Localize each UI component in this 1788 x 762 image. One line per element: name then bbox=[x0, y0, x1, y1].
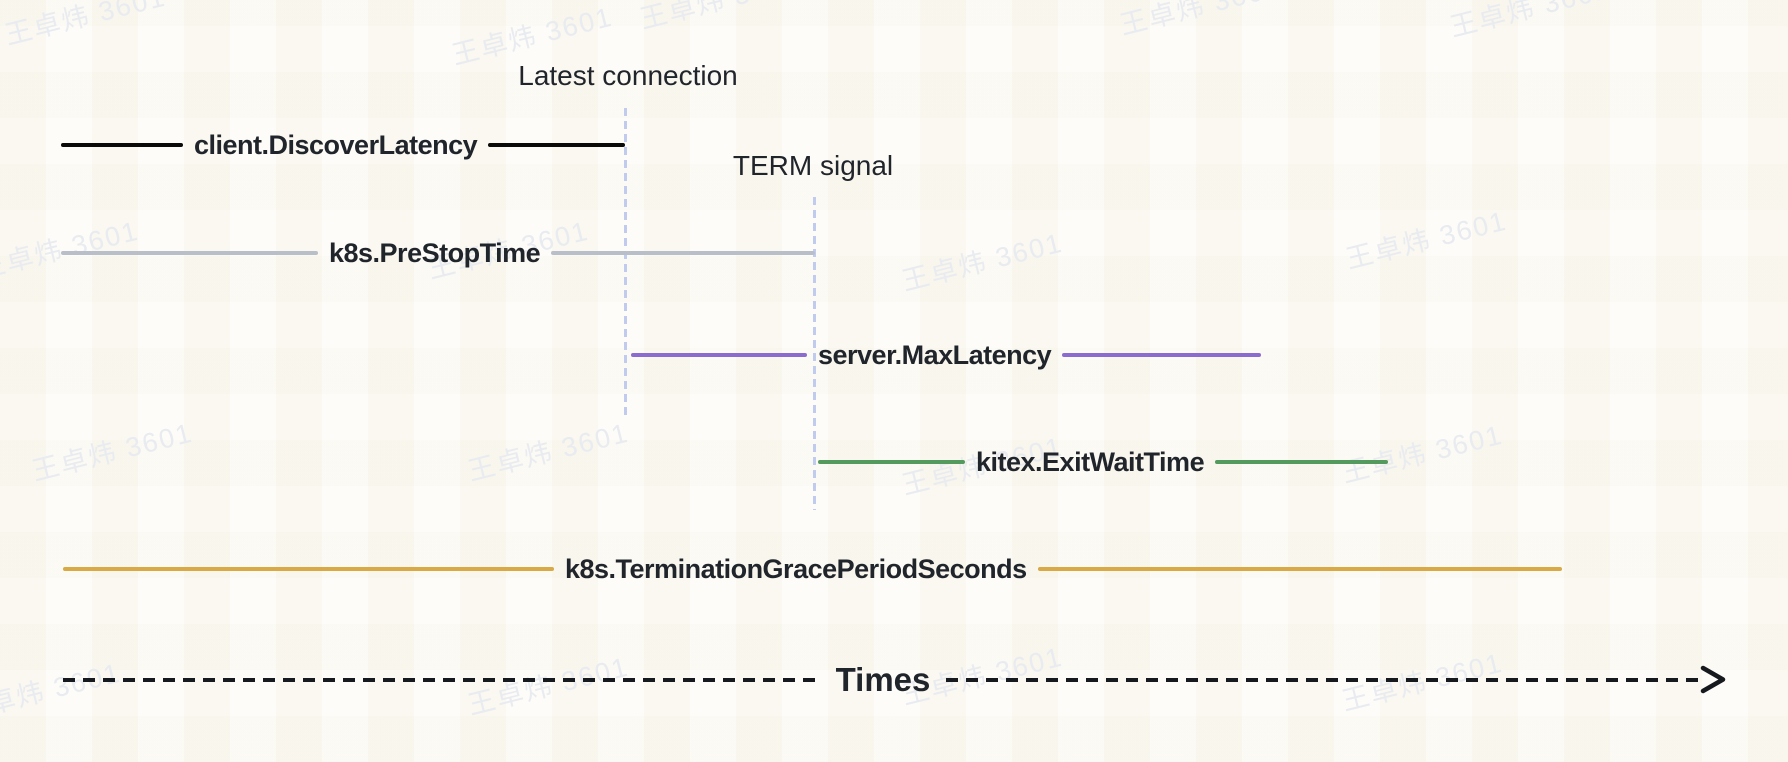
timeline-row-client-discover-latency: client.DiscoverLatency bbox=[61, 127, 625, 163]
line-segment bbox=[61, 143, 183, 147]
watermark: 王卓炜 3601 bbox=[1446, 0, 1614, 43]
axis-label: Times bbox=[835, 661, 931, 698]
timeline-row-kitex-exit-wait-time: kitex.ExitWaitTime bbox=[818, 444, 1388, 480]
row-label: server.MaxLatency bbox=[818, 339, 1052, 370]
row-label: k8s.PreStopTime bbox=[329, 237, 541, 268]
axis-dashed-line bbox=[946, 678, 1703, 682]
watermark: 王卓炜 3601 bbox=[1, 0, 169, 51]
timeline-row-server-max-latency: server.MaxLatency bbox=[631, 337, 1261, 373]
latest-connection-label: Latest connection bbox=[518, 60, 738, 91]
line-segment bbox=[1037, 567, 1562, 571]
latest-connection-marker-line bbox=[624, 108, 627, 418]
watermark: 王卓炜 3601 bbox=[636, 0, 804, 35]
watermark: 王卓炜 3601 bbox=[1116, 0, 1284, 41]
row-label: kitex.ExitWaitTime bbox=[976, 446, 1205, 477]
line-segment bbox=[1062, 353, 1261, 357]
timeline-row-k8s-prestop-time: k8s.PreStopTime bbox=[61, 235, 815, 271]
line-segment bbox=[1215, 460, 1388, 464]
watermark: 王卓炜 3601 bbox=[1342, 205, 1510, 275]
line-segment bbox=[818, 460, 965, 464]
term-signal-marker-line bbox=[813, 197, 816, 510]
axis-arrowhead-icon bbox=[1700, 665, 1726, 694]
watermark: 王卓炜 3601 bbox=[464, 417, 632, 487]
term-signal-label: TERM signal bbox=[732, 150, 894, 181]
time-axis: Times bbox=[63, 661, 1703, 699]
line-segment bbox=[61, 251, 318, 255]
row-label: k8s.TerminationGracePeriodSeconds bbox=[565, 553, 1027, 584]
timeline-row-k8s-termination-grace-period-seconds: k8s.TerminationGracePeriodSeconds bbox=[63, 551, 1562, 587]
axis-dashed-line bbox=[63, 678, 820, 682]
line-segment bbox=[488, 143, 625, 147]
line-segment bbox=[63, 567, 554, 571]
row-label: client.DiscoverLatency bbox=[194, 129, 478, 160]
watermark: 王卓炜 3601 bbox=[28, 417, 196, 487]
watermark: 王卓炜 3601 bbox=[898, 227, 1066, 297]
line-segment bbox=[551, 251, 815, 255]
line-segment bbox=[631, 353, 807, 357]
